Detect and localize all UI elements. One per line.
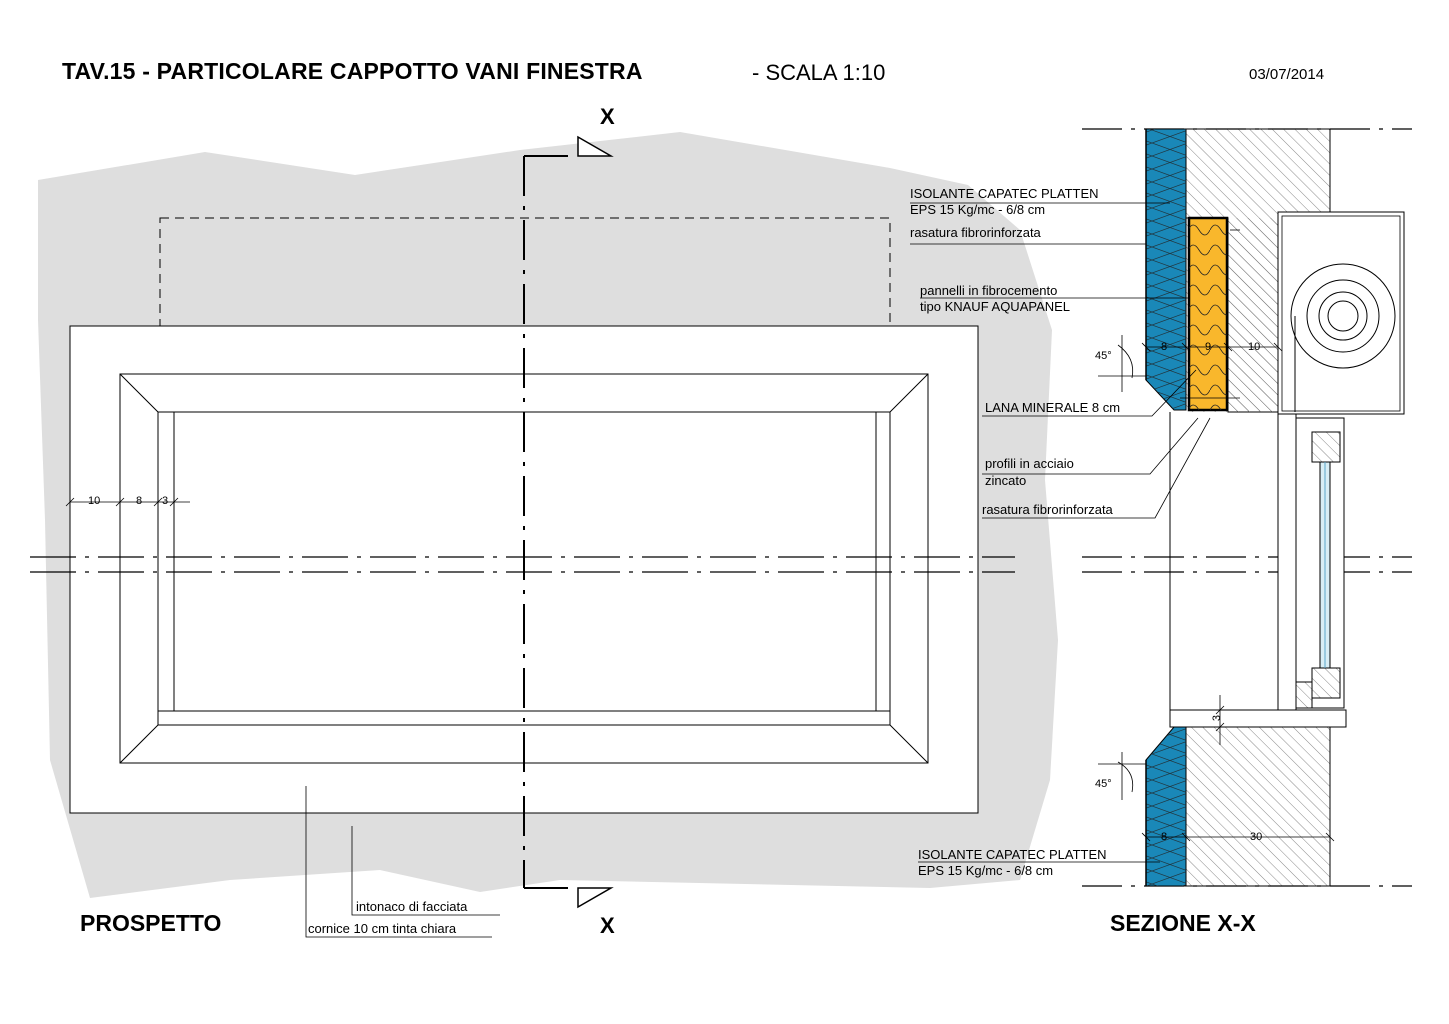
sezione-view — [910, 128, 1412, 887]
dim-3: 3 — [162, 495, 169, 507]
horizontal-axis — [30, 556, 1015, 573]
section-arrow-top — [577, 135, 614, 157]
section-arrow-bottom — [577, 887, 614, 909]
prospetto-leaders — [305, 786, 500, 938]
prospetto-view — [30, 132, 1058, 938]
wall-lower — [1185, 726, 1331, 887]
label-lana: LANA MINERALE 8 cm — [985, 400, 1121, 415]
sheet-scale: - SCALA 1:10 — [752, 60, 886, 85]
section-leaders — [910, 202, 1211, 863]
section-mark-top: X — [600, 104, 615, 129]
caption-prospetto: PROSPETTO — [80, 910, 222, 936]
window-sill — [1169, 709, 1347, 728]
label-intonaco: intonaco di facciata — [356, 899, 468, 914]
section-dimensions — [1098, 229, 1335, 842]
label-profili-1: profili in acciaio — [985, 456, 1074, 471]
dim-10: 10 — [88, 495, 101, 507]
dim-section-30: 30 — [1250, 831, 1263, 843]
window-frame — [1277, 413, 1345, 711]
prospetto-dimension-line — [65, 494, 190, 510]
label-isolante-top-2: EPS 15 Kg/mc - 6/8 cm — [910, 202, 1046, 217]
dim-section-3: 3 — [1211, 714, 1224, 722]
caption-sezione: SEZIONE X-X — [1110, 910, 1256, 936]
label-pannelli-1: pannelli in fibrocemento — [920, 283, 1058, 298]
section-reference-lines — [1082, 128, 1412, 887]
dim-section-10: 10 — [1248, 341, 1261, 353]
dim-8: 8 — [136, 495, 143, 507]
label-isolante-bottom-1: ISOLANTE CAPATEC PLATTEN — [918, 847, 1107, 862]
dim-section-9: 9 — [1205, 341, 1212, 353]
label-profili-2: zincato — [985, 473, 1027, 488]
label-rasatura-top: rasatura fibrorinforzata — [910, 225, 1041, 240]
label-pannelli-2: tipo KNAUF AQUAPANEL — [920, 299, 1071, 314]
dim-section-8b: 8 — [1161, 831, 1168, 843]
label-isolante-bottom-2: EPS 15 Kg/mc - 6/8 cm — [918, 863, 1054, 878]
dim-section-8: 8 — [1161, 341, 1168, 353]
label-cornice: cornice 10 cm tinta chiara — [308, 921, 457, 936]
shutter-box — [1277, 211, 1405, 415]
shutter-roll — [1290, 263, 1396, 412]
dim-angle-bottom: 45° — [1095, 778, 1112, 790]
sheet-date: 03/07/2014 — [1249, 66, 1325, 83]
dim-angle-top: 45° — [1095, 350, 1112, 362]
label-rasatura-bottom: rasatura fibrorinforzata — [982, 502, 1113, 517]
section-mark-bottom: X — [600, 913, 615, 938]
label-isolante-top-1: ISOLANTE CAPATEC PLATTEN — [910, 186, 1099, 201]
sheet-title: TAV.15 - PARTICOLARE CAPPOTTO VANI FINES… — [62, 58, 643, 84]
